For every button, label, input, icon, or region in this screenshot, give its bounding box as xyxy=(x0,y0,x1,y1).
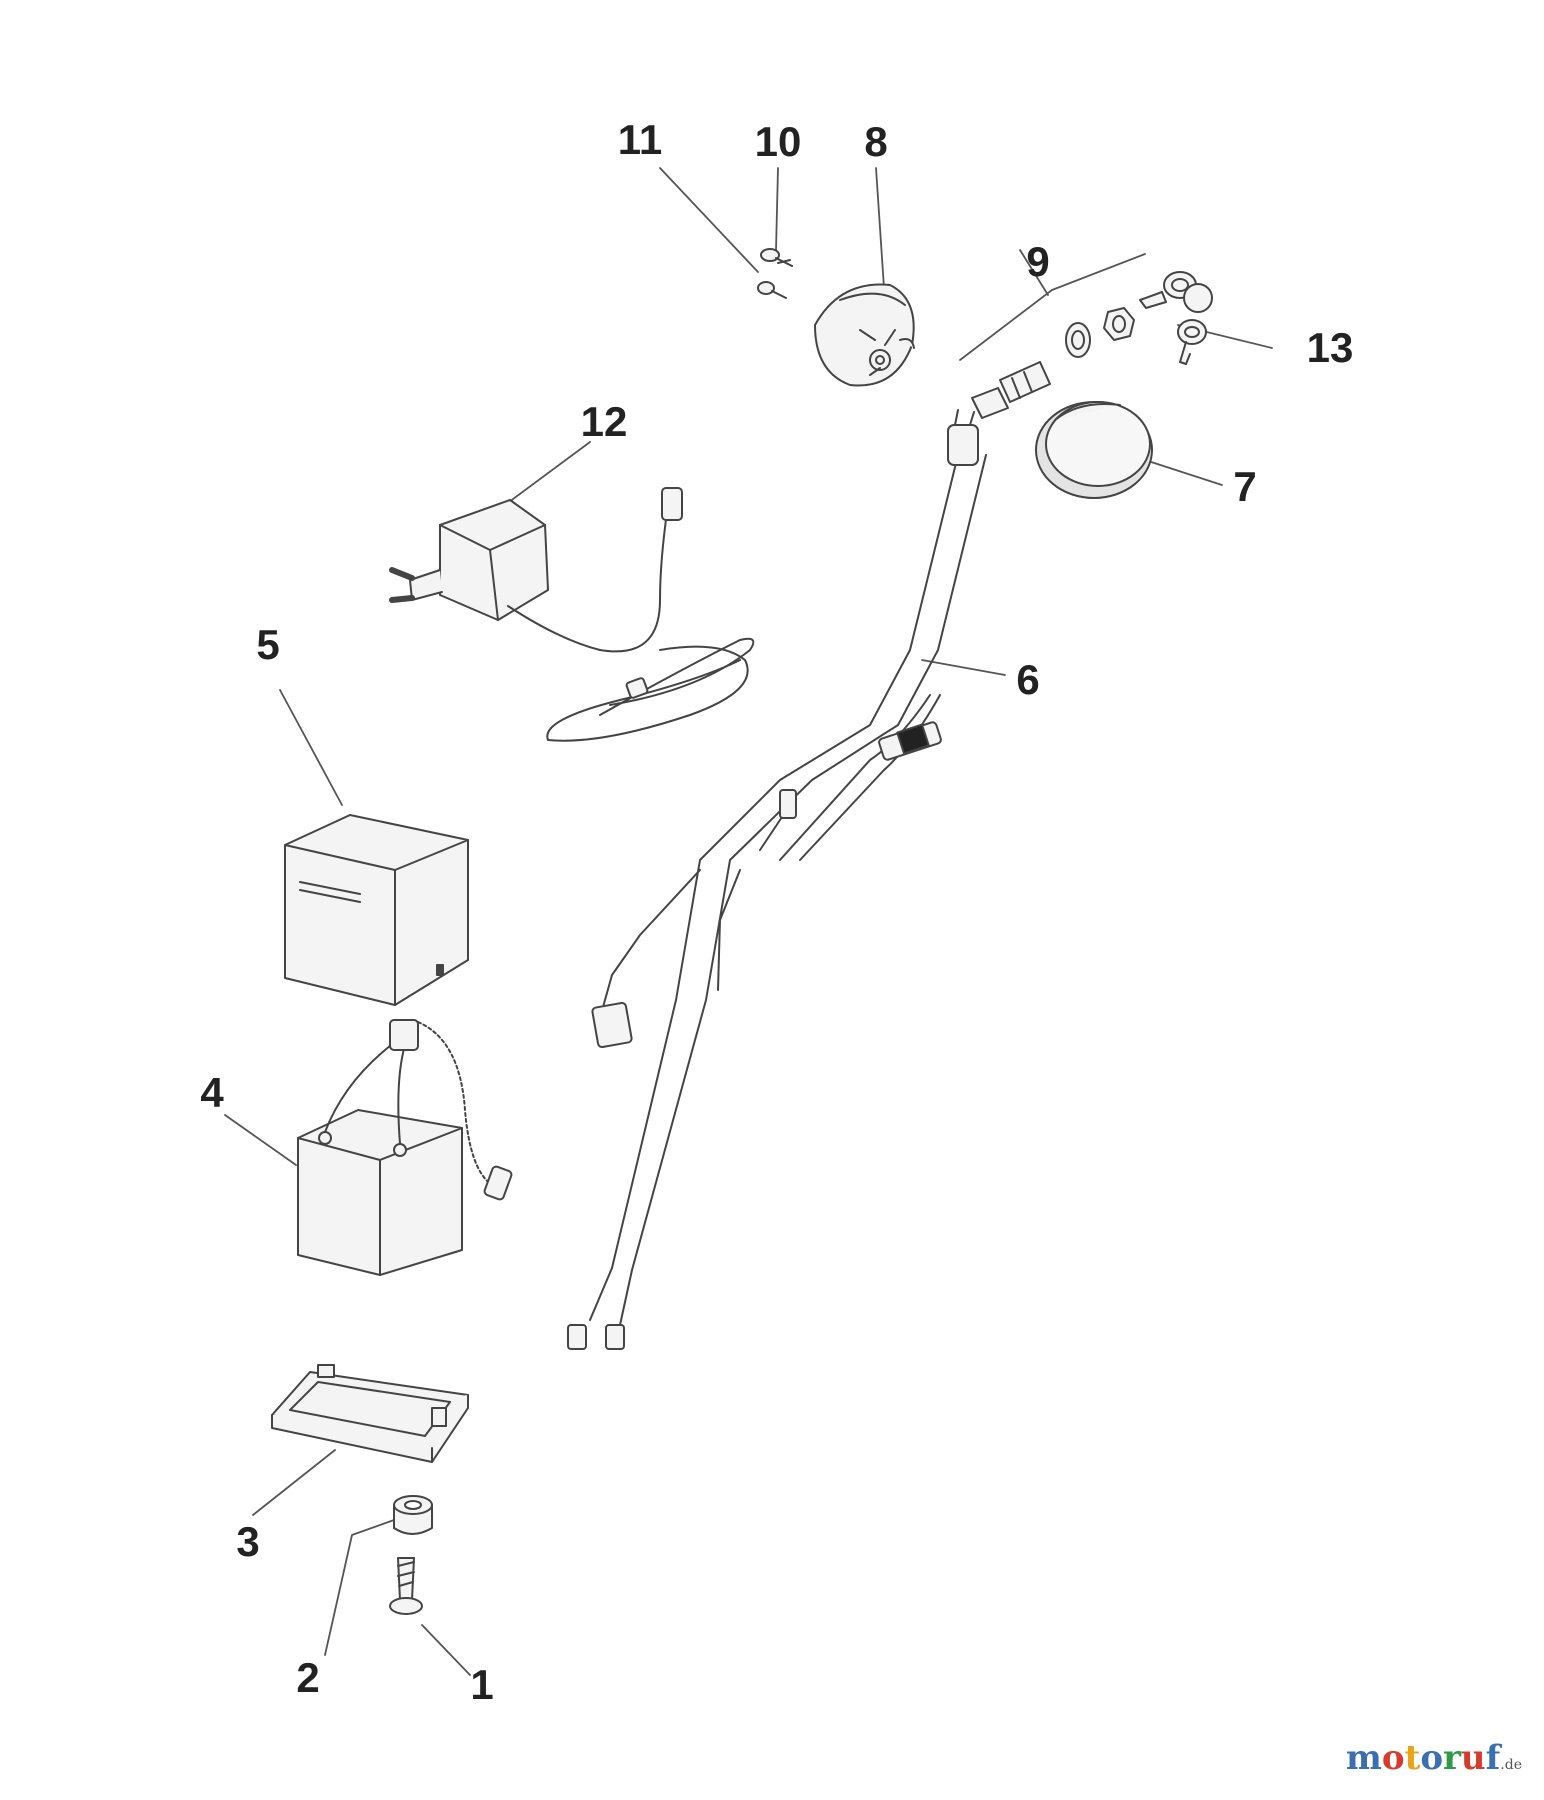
callout-2: 2 xyxy=(296,1654,320,1701)
watermark-tld: .de xyxy=(1500,1757,1522,1773)
callout-13: 13 xyxy=(1306,324,1354,371)
battery-part-4 xyxy=(297,1019,513,1276)
watermark-letter: o xyxy=(1381,1738,1405,1778)
callout-8: 8 xyxy=(864,118,888,165)
callout-9: 9 xyxy=(1026,238,1050,285)
spacer-part-2 xyxy=(393,1495,433,1535)
charger-part-12 xyxy=(389,487,755,742)
watermark-logo: motoruf.de xyxy=(1346,1738,1522,1778)
callout-3: 3 xyxy=(236,1518,260,1565)
wiring-harness-part-6 xyxy=(567,409,987,1350)
watermark-letter: m xyxy=(1345,1738,1382,1778)
screw-part-1 xyxy=(389,1557,423,1615)
battery-tray-part-3 xyxy=(271,1364,469,1463)
watermark-wordmark: motoruf xyxy=(1346,1738,1500,1778)
callout-12: 12 xyxy=(580,398,628,445)
watermark-letter: f xyxy=(1485,1738,1501,1778)
switch-housing-part-8 xyxy=(814,283,915,387)
screw-part-11 xyxy=(757,281,787,299)
watermark-letter: o xyxy=(1420,1738,1443,1778)
watermark-letter: u xyxy=(1460,1738,1486,1778)
cover-cap-part-7 xyxy=(1035,401,1153,499)
callout-4: 4 xyxy=(200,1069,224,1116)
callout-6: 6 xyxy=(1016,656,1040,703)
callout-1: 1 xyxy=(470,1661,494,1708)
screw-part-10 xyxy=(760,248,793,267)
callout-5: 5 xyxy=(256,621,280,668)
callout-10: 10 xyxy=(754,118,802,165)
keys-part-13 xyxy=(1139,271,1213,365)
watermark-letter: t xyxy=(1404,1738,1421,1778)
callout-11: 11 xyxy=(617,116,663,163)
watermark-letter: r xyxy=(1443,1738,1461,1778)
battery-cover-part-5 xyxy=(284,814,469,1006)
ignition-lock-part-9 xyxy=(971,307,1135,419)
callout-7: 7 xyxy=(1233,463,1257,510)
